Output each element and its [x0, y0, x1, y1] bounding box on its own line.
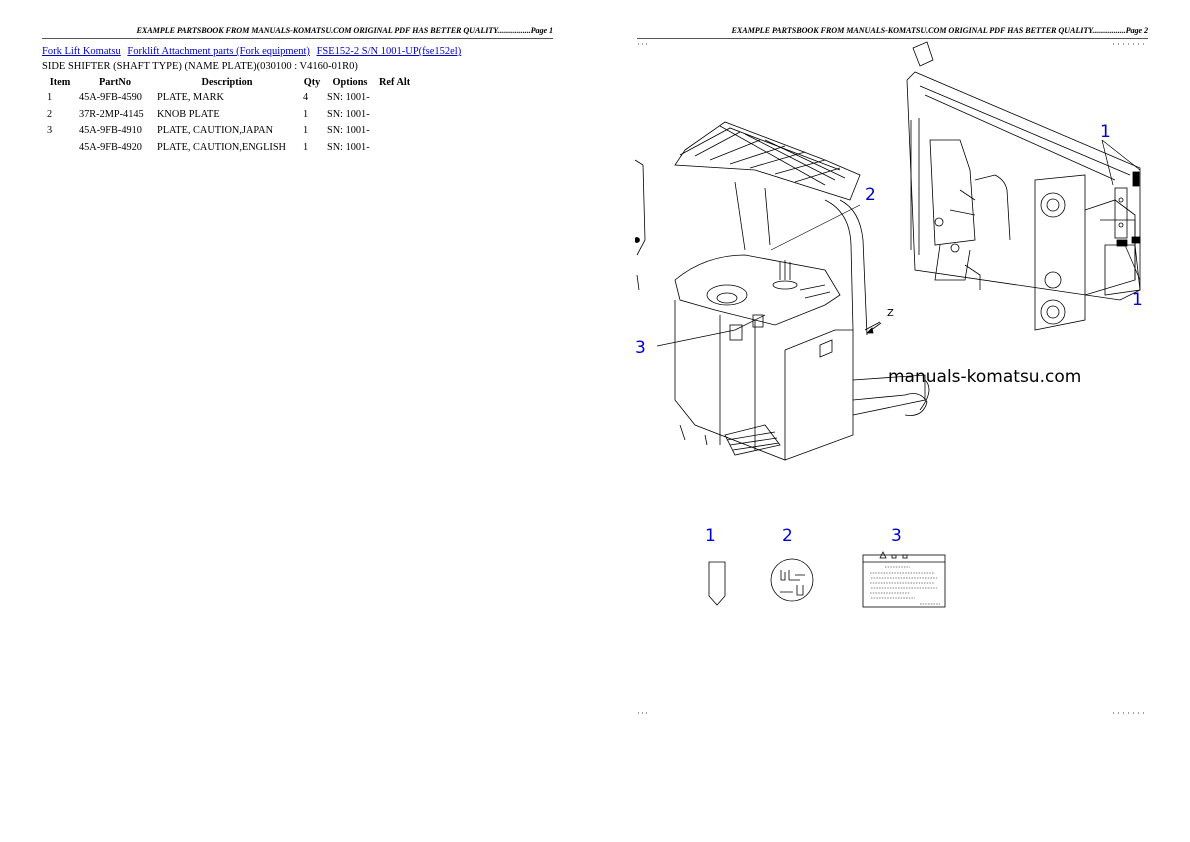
- cell-qty: 4: [303, 92, 309, 104]
- cell-options: SN: 1001-: [327, 141, 370, 153]
- header-divider: [42, 38, 553, 39]
- cell-ref-alt: [376, 107, 413, 124]
- cell-description: KNOB PLATE: [157, 108, 220, 120]
- cell-item: 1: [47, 92, 53, 104]
- callout-1-upper: 1: [1100, 122, 1111, 142]
- page-header: EXAMPLE PARTSBOOK FROM MANUALS-KOMATSU.C…: [731, 26, 1149, 35]
- cell-partno: 45A-9FB-4590: [79, 92, 142, 104]
- watermark: manuals-komatsu.com: [888, 367, 1081, 387]
- breadcrumb: Fork Lift Komatsu Forklift Attachment pa…: [42, 46, 465, 57]
- exploded-parts-diagram: 1 1 2 3 Z manuals-komatsu.com 1 2 3: [635, 41, 1145, 714]
- legend-part-2-icon: [770, 558, 814, 602]
- legend-part-3-icon: [862, 551, 946, 608]
- column-header-description: Description: [201, 77, 253, 88]
- cell-partno: 37R-2MP-4145: [79, 108, 144, 120]
- cell-qty: 1: [303, 141, 309, 153]
- cell-item: 2: [47, 108, 53, 120]
- cell-ref-alt: [376, 123, 413, 140]
- legend-label-3: 3: [891, 526, 902, 546]
- table-row: 45A-9FB-4920 PLATE, CAUTION,ENGLISH 1 SN…: [44, 140, 413, 157]
- column-header-ref-alt: Ref Alt: [379, 77, 411, 88]
- legend-part-1-icon: [708, 561, 726, 606]
- cell-ref-alt: [376, 140, 413, 157]
- table-row: 1 45A-9FB-4590 PLATE, MARK 4 SN: 1001-: [44, 90, 413, 107]
- cell-description: PLATE, MARK: [157, 92, 224, 104]
- cell-item: [44, 140, 76, 157]
- cell-description: PLATE, CAUTION,JAPAN: [157, 125, 274, 137]
- cell-options: SN: 1001-: [327, 108, 370, 120]
- table-row: 3 45A-9FB-4910 PLATE, CAUTION,JAPAN 1 SN…: [44, 123, 413, 140]
- cell-description: PLATE, CAUTION,ENGLISH: [157, 141, 286, 153]
- breadcrumb-link-forklift-attachment-parts[interactable]: Forklift Attachment parts (Fork equipmen…: [127, 46, 310, 57]
- side-shifter-assembly-illustration: [906, 41, 1141, 331]
- column-header-item: Item: [49, 77, 71, 88]
- cell-partno: 45A-9FB-4920: [79, 141, 142, 153]
- table-header-row: Item PartNo Description Qty Options Ref …: [44, 76, 413, 90]
- cell-qty: 1: [303, 108, 309, 120]
- cell-item: 3: [47, 125, 53, 137]
- callout-2: 2: [865, 185, 876, 205]
- cell-partno: 45A-9FB-4910: [79, 125, 142, 137]
- column-header-options: Options: [332, 77, 368, 88]
- callout-1-lower: 1: [1132, 290, 1143, 310]
- partial-component-left: [635, 159, 646, 291]
- parts-table: Item PartNo Description Qty Options Ref …: [44, 76, 413, 156]
- cell-ref-alt: [376, 90, 413, 107]
- cell-options: SN: 1001-: [327, 125, 370, 137]
- cell-options: SN: 1001-: [327, 92, 370, 104]
- parts-page-2: EXAMPLE PARTSBOOK FROM MANUALS-KOMATSU.C…: [595, 0, 1190, 842]
- section-title: SIDE SHIFTER (SHAFT TYPE) (NAME PLATE)(0…: [42, 61, 358, 72]
- forklift-truck-illustration: [674, 121, 930, 461]
- view-label-z: Z: [887, 308, 894, 319]
- cell-qty: 1: [303, 125, 309, 137]
- callout-3: 3: [635, 338, 646, 358]
- legend-label-2: 2: [782, 526, 793, 546]
- parts-page-1: EXAMPLE PARTSBOOK FROM MANUALS-KOMATSU.C…: [42, 26, 554, 156]
- table-row: 2 37R-2MP-4145 KNOB PLATE 1 SN: 1001-: [44, 107, 413, 124]
- page-header: EXAMPLE PARTSBOOK FROM MANUALS-KOMATSU.C…: [136, 26, 554, 35]
- column-header-qty: Qty: [303, 77, 321, 88]
- breadcrumb-link-fork-lift-komatsu[interactable]: Fork Lift Komatsu: [42, 46, 121, 57]
- breadcrumb-link-fse152-model[interactable]: FSE152-2 S/N 1001-UP(fse152el): [316, 46, 462, 57]
- header-divider: [637, 38, 1148, 39]
- column-header-partno: PartNo: [98, 77, 132, 88]
- legend-label-1: 1: [705, 526, 716, 546]
